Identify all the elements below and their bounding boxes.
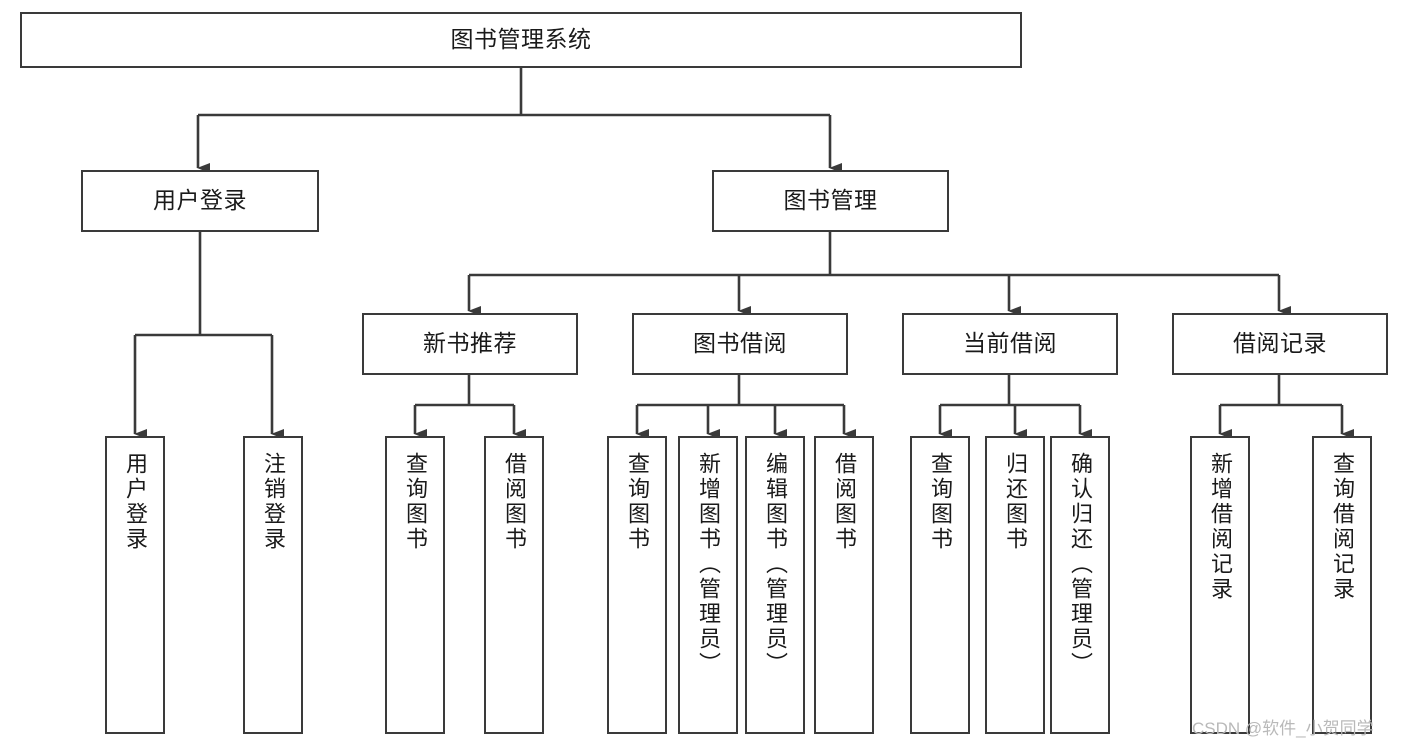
node-leaf-query-book-1-label: 查询图书 (403, 452, 428, 552)
watermark-text: CSDN @软件_小贺同学 (1192, 719, 1374, 738)
node-leaf-user-login-label: 用户登录 (123, 452, 148, 552)
node-borrow-record[interactable]: 借阅记录 (1172, 313, 1388, 375)
node-leaf-add-book-label: 新增图书（管理员） (696, 452, 721, 677)
node-leaf-logout[interactable]: 注销登录 (243, 436, 303, 734)
node-new-book-rec-label: 新书推荐 (423, 330, 517, 357)
node-leaf-query-record[interactable]: 查询借阅记录 (1312, 436, 1372, 734)
node-leaf-return-book-label: 归还图书 (1003, 452, 1028, 552)
node-leaf-query-book-2-label: 查询图书 (625, 452, 650, 552)
node-root-label: 图书管理系统 (450, 26, 592, 53)
node-leaf-borrow-book-2[interactable]: 借阅图书 (814, 436, 874, 734)
node-leaf-add-record[interactable]: 新增借阅记录 (1190, 436, 1250, 734)
node-leaf-return-book[interactable]: 归还图书 (985, 436, 1045, 734)
node-leaf-edit-book-label: 编辑图书（管理员） (763, 452, 788, 677)
node-leaf-confirm-return-label: 确认归还（管理员） (1068, 452, 1093, 677)
node-leaf-borrow-book-1-label: 借阅图书 (502, 452, 527, 552)
node-leaf-query-book-2[interactable]: 查询图书 (607, 436, 667, 734)
node-leaf-add-book[interactable]: 新增图书（管理员） (678, 436, 738, 734)
node-user-login-label: 用户登录 (153, 187, 247, 214)
node-user-login[interactable]: 用户登录 (81, 170, 319, 232)
node-leaf-borrow-book-2-label: 借阅图书 (832, 452, 857, 552)
node-leaf-add-record-label: 新增借阅记录 (1208, 452, 1233, 602)
node-book-manage[interactable]: 图书管理 (712, 170, 949, 232)
node-book-borrow-label: 图书借阅 (693, 330, 787, 357)
node-current-borrow-label: 当前借阅 (963, 330, 1057, 357)
node-leaf-edit-book[interactable]: 编辑图书（管理员） (745, 436, 805, 734)
node-leaf-query-book-1[interactable]: 查询图书 (385, 436, 445, 734)
node-leaf-user-login[interactable]: 用户登录 (105, 436, 165, 734)
node-current-borrow[interactable]: 当前借阅 (902, 313, 1118, 375)
node-new-book-rec[interactable]: 新书推荐 (362, 313, 578, 375)
node-book-manage-label: 图书管理 (783, 187, 878, 214)
node-borrow-record-label: 借阅记录 (1233, 330, 1327, 357)
node-leaf-logout-label: 注销登录 (261, 452, 286, 552)
node-leaf-confirm-return[interactable]: 确认归还（管理员） (1050, 436, 1110, 734)
node-root[interactable]: 图书管理系统 (20, 12, 1022, 68)
node-book-borrow[interactable]: 图书借阅 (632, 313, 848, 375)
node-leaf-query-record-label: 查询借阅记录 (1330, 452, 1355, 602)
node-leaf-borrow-book-1[interactable]: 借阅图书 (484, 436, 544, 734)
node-leaf-query-book-3-label: 查询图书 (928, 452, 953, 552)
node-leaf-query-book-3[interactable]: 查询图书 (910, 436, 970, 734)
